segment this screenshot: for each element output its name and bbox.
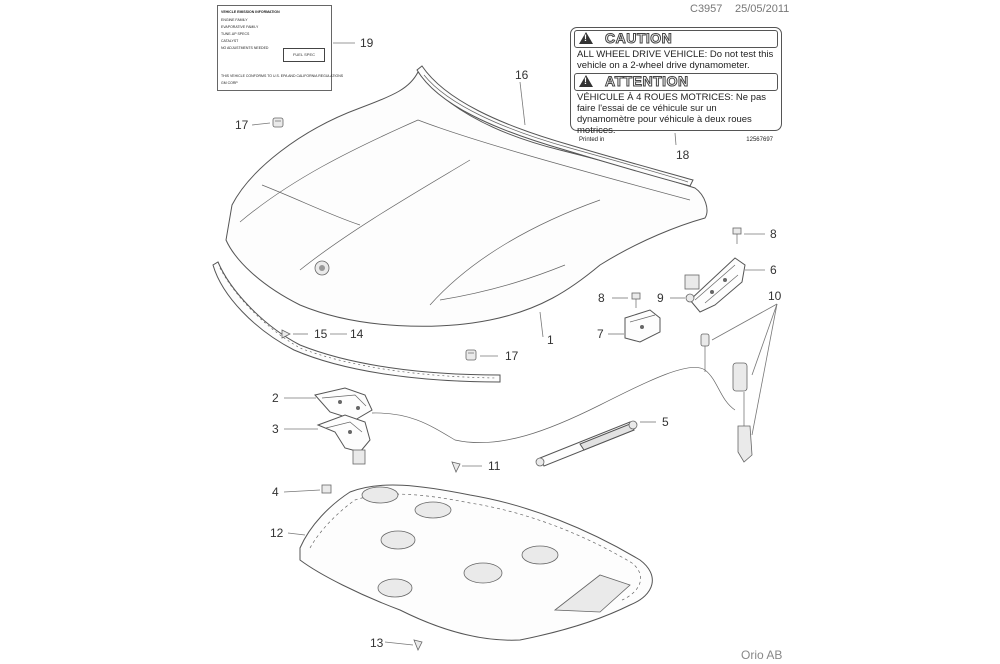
callout-14: 14 xyxy=(350,327,364,341)
callout-5: 5 xyxy=(662,415,669,429)
hood-insulation-pad[interactable] xyxy=(299,484,653,641)
info-row: TUNE-UP SPECS xyxy=(221,32,250,36)
clip-lower[interactable] xyxy=(465,349,477,361)
callout-12: 12 xyxy=(270,526,284,540)
document-date: 25/05/2011 xyxy=(735,3,790,15)
callout-11: 11 xyxy=(488,459,501,473)
hood-hinge-right[interactable] xyxy=(684,257,746,313)
copyright-footer: Orio AB xyxy=(741,648,783,662)
callout-17-lower: 17 xyxy=(505,349,519,363)
callout-16: 16 xyxy=(515,68,529,82)
caution-title: CAUTION xyxy=(604,30,673,47)
hinge-bracket[interactable] xyxy=(624,309,661,343)
hood-gas-strut[interactable] xyxy=(535,420,638,467)
hood-latch[interactable] xyxy=(316,414,371,465)
callout-8-upper: 8 xyxy=(770,227,777,241)
hood-hinge-left[interactable] xyxy=(314,387,373,421)
warning-triangle-icon xyxy=(579,75,593,87)
callout-2: 2 xyxy=(272,391,279,405)
callout-15: 15 xyxy=(314,327,328,341)
printed-in: Printed in xyxy=(579,137,605,143)
info-row: EVAPORATIVE FAMILY xyxy=(221,25,259,29)
info-row: ENGINE FAMILY xyxy=(221,18,248,22)
info-row: GM CORP xyxy=(221,81,238,85)
callout-6: 6 xyxy=(770,263,777,277)
bumper-clip[interactable] xyxy=(281,329,291,339)
attention-banner: ATTENTION xyxy=(574,73,778,91)
callout-8-lower: 8 xyxy=(598,291,605,305)
hood-rear-seal[interactable] xyxy=(416,65,694,187)
attention-text: VÉHICULE À 4 ROUES MOTRICES: Ne pas fair… xyxy=(577,92,766,136)
label-part-number: 12567697 xyxy=(746,137,773,143)
callout-9: 9 xyxy=(657,291,664,305)
callout-4: 4 xyxy=(272,485,279,499)
warning-triangle-icon xyxy=(579,32,593,44)
info-row: NO ADJUSTMENTS NEEDED xyxy=(221,46,269,50)
callout-13: 13 xyxy=(370,636,384,650)
insulation-clip[interactable] xyxy=(413,639,423,651)
callout-7: 7 xyxy=(597,327,604,341)
bolt-upper[interactable] xyxy=(732,227,742,244)
latch-bolt[interactable] xyxy=(321,484,332,494)
callout-19: 19 xyxy=(360,36,374,50)
attention-title: ATTENTION xyxy=(605,73,689,90)
callout-10: 10 xyxy=(768,289,782,303)
hinge-nut[interactable] xyxy=(685,293,695,303)
caution-text: ALL WHEEL DRIVE VEHICLE: Do not test thi… xyxy=(577,49,774,71)
fuel-spec-box: FUEL SPEC xyxy=(283,48,325,62)
info-row: THIS VEHICLE CONFORMS TO U.S. EPA AND CA… xyxy=(221,74,344,78)
document-id: C3957 xyxy=(690,3,723,15)
info-row: CATALYST xyxy=(221,39,239,43)
info-row: VEHICLE EMISSION INFORMATION xyxy=(221,10,280,14)
clip-upper[interactable] xyxy=(272,117,284,128)
hood-release-cable[interactable] xyxy=(371,333,753,463)
caution-label: CAUTION ALL WHEEL DRIVE VEHICLE: Do not … xyxy=(570,27,782,143)
callout-18: 18 xyxy=(676,148,690,162)
callout-1: 1 xyxy=(547,333,554,347)
callout-3: 3 xyxy=(272,422,279,436)
emission-info-label: VEHICLE EMISSION INFORMATION ENGINE FAMI… xyxy=(217,5,343,91)
cable-clip[interactable] xyxy=(451,461,461,473)
bolt-lower[interactable] xyxy=(631,292,641,308)
hood-panel[interactable] xyxy=(225,71,708,327)
caution-banner: CAUTION xyxy=(574,30,778,48)
callout-17-upper: 17 xyxy=(235,118,249,132)
